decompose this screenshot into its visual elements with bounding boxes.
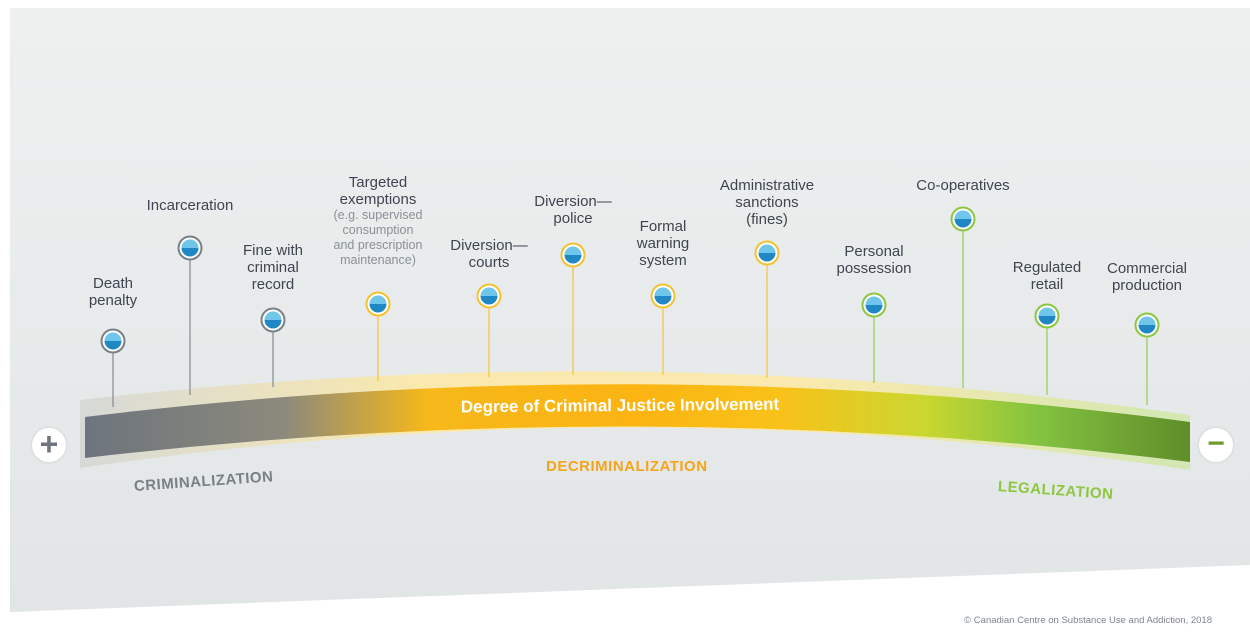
item-label-line: courts [468, 254, 510, 271]
marker-fill-bottom [264, 320, 282, 329]
copyright-notice: © Canadian Centre on Substance Use and A… [964, 615, 1212, 626]
item-label-9: Co-operatives [916, 177, 1009, 194]
marker-fill-top [104, 332, 122, 341]
spectrum-band [85, 384, 1190, 462]
marker-fill-bottom [654, 296, 672, 305]
marker-fill-bottom [758, 253, 776, 262]
marker-fill-top [954, 210, 972, 219]
less-involvement-button: − [1199, 428, 1233, 462]
marker-fill-top [1038, 307, 1056, 316]
item-label-line: sanctions [735, 194, 799, 211]
marker-fill-top [654, 287, 672, 296]
marker-fill-bottom [1038, 316, 1056, 325]
item-label-line: record [251, 276, 295, 293]
item-label-4: Diversion—courts [450, 237, 528, 271]
marker-fill-top [480, 287, 498, 296]
item-label-line: (fines) [746, 211, 788, 228]
marker-fill-bottom [564, 255, 582, 264]
item-label-line: production [1111, 277, 1183, 294]
plus-icon: + [39, 426, 59, 462]
item-label-line: penalty [88, 292, 138, 309]
item-note-line: consumption [342, 223, 414, 237]
marker-fill-top [369, 295, 387, 304]
item-label-line: Diversion— [450, 237, 528, 254]
marker-fill-bottom [369, 304, 387, 313]
marker-5 [560, 242, 586, 375]
item-note-line: (e.g. supervised [333, 208, 423, 222]
marker-11 [1134, 312, 1160, 405]
item-label-line: Formal [639, 218, 687, 235]
marker-4 [476, 283, 502, 377]
item-note-line: maintenance) [340, 253, 416, 267]
item-label-line: Death [92, 275, 134, 292]
item-label-line: exemptions [339, 191, 417, 208]
item-label-line: warning [636, 235, 690, 252]
item-label-5: Diversion—police [534, 193, 612, 227]
marker-fill-top [865, 296, 883, 305]
marker-8 [861, 292, 887, 383]
marker-fill-bottom [104, 341, 122, 350]
marker-9 [950, 206, 976, 388]
item-label-line: Diversion— [534, 193, 612, 210]
item-label-line: Targeted [348, 174, 408, 191]
minus-icon: − [1207, 427, 1225, 460]
marker-fill-bottom [865, 305, 883, 314]
marker-2 [260, 307, 286, 387]
marker-3 [365, 291, 391, 381]
marker-fill-bottom [954, 219, 972, 228]
item-label-line: criminal [247, 259, 299, 276]
item-label-line: retail [1030, 276, 1064, 293]
item-note-line: and prescription [333, 238, 423, 252]
background-panel [10, 8, 1250, 612]
marker-fill-bottom [181, 248, 199, 257]
marker-fill-top [1138, 316, 1156, 325]
item-label-line: Personal [844, 243, 904, 260]
axis-title: Degree of Criminal Justice Involvement [460, 394, 780, 417]
marker-fill-bottom [1138, 325, 1156, 334]
item-label-line: Administrative [719, 177, 815, 194]
item-label-line: police [553, 210, 593, 227]
more-involvement-button: + [32, 428, 66, 462]
marker-10 [1034, 303, 1060, 395]
marker-0 [100, 328, 126, 407]
marker-fill-top [564, 246, 582, 255]
marker-fill-bottom [480, 296, 498, 305]
item-label-line: system [639, 252, 687, 269]
item-label-line: Co-operatives [916, 177, 1010, 194]
marker-fill-top [758, 244, 776, 253]
marker-6 [650, 283, 676, 375]
marker-7 [754, 240, 780, 378]
item-label-line: Fine with [242, 242, 304, 259]
marker-1 [177, 235, 203, 395]
item-label-line: Incarceration [146, 197, 234, 214]
item-label-line: Commercial [1106, 260, 1188, 277]
zone-decriminalization: DECRIMINALIZATION [546, 458, 708, 475]
item-label-line: Regulated [1012, 259, 1082, 276]
marker-fill-top [181, 239, 199, 248]
marker-fill-top [264, 311, 282, 320]
item-label-line: possession [836, 260, 912, 277]
item-label-1: Incarceration [147, 197, 234, 214]
